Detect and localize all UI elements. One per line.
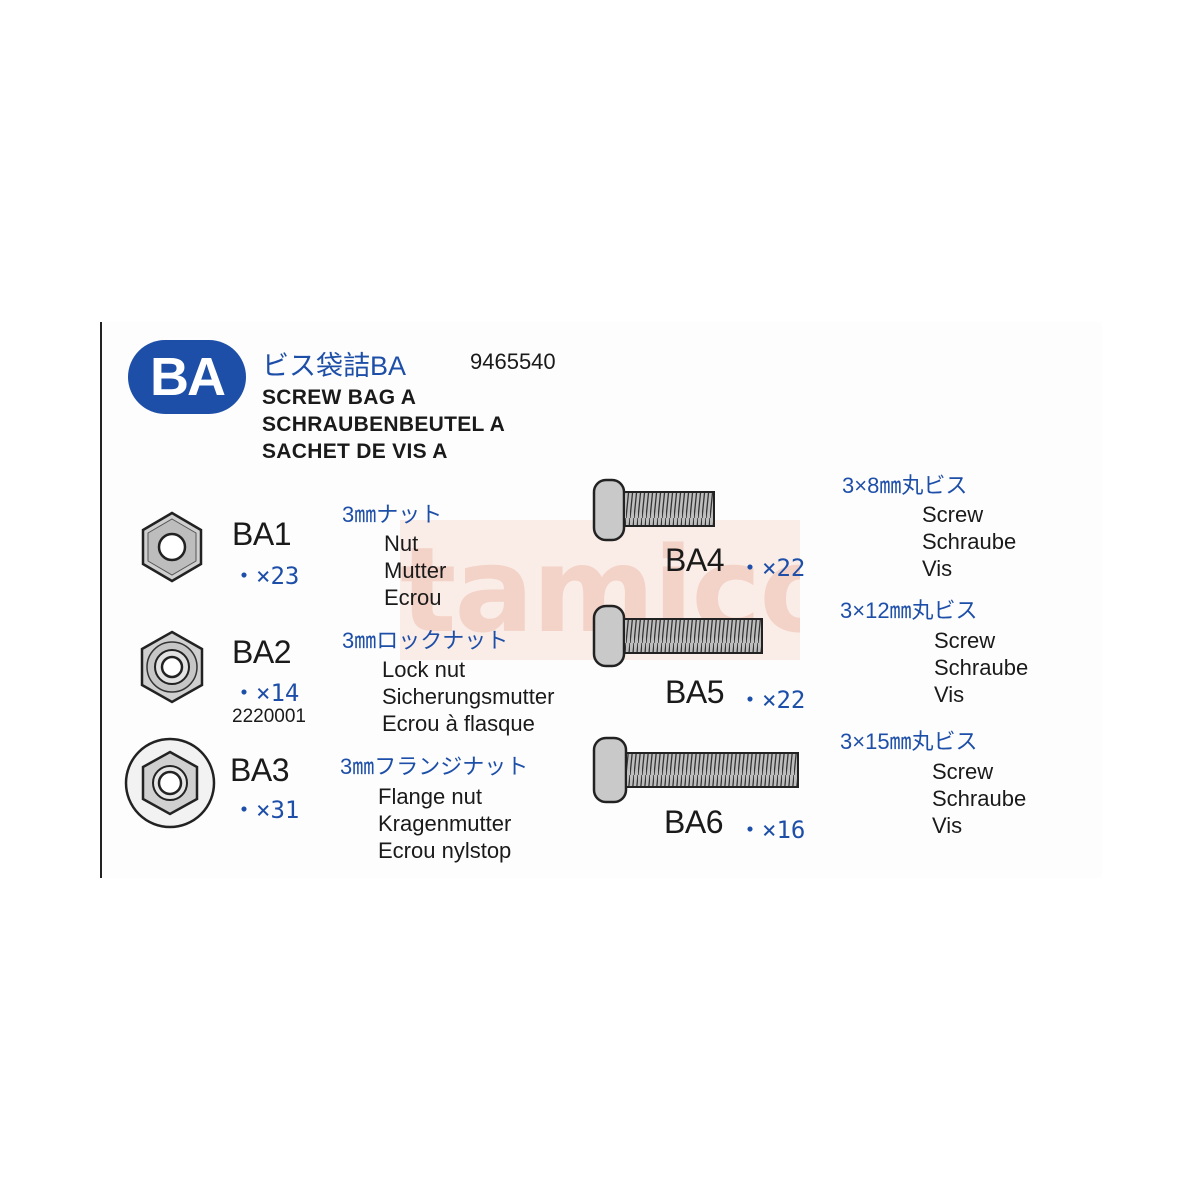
name-de-ba3: Kragenmutter [378,811,512,836]
bag-title-fr: SACHET DE VIS A [262,440,448,463]
name-fr-ba1: Ecrou [384,585,442,610]
part-code-ba5: BA5 [665,674,724,710]
name-en-ba6: Screw [932,759,994,784]
qty-ba5: ・×22 [738,686,806,714]
name-en-ba3: Flange nut [378,784,482,809]
name-fr-ba2: Ecrou à flasque [382,711,535,736]
name-de-ba4: Schraube [922,529,1017,554]
part-code-ba3: BA3 [230,752,289,788]
bag-title-en: SCREW BAG A [262,386,417,409]
size-jp-ba5: 3×12㎜丸ビス [840,598,978,623]
name-de-ba6: Schraube [932,786,1027,811]
bag-title-de: SCHRAUBENBEUTEL A [262,413,506,436]
catalog-number: 9465540 [470,349,556,374]
size-jp-ba6: 3×15㎜丸ビス [840,729,978,754]
part-code-ba2: BA2 [232,634,291,670]
size-jp-ba3: 3㎜フランジナット [340,754,529,779]
part-code-ba4: BA4 [665,542,724,578]
name-de-ba2: Sicherungsmutter [382,684,555,709]
part-number-ba2: 2220001 [232,706,306,727]
name-en-ba5: Screw [934,628,996,653]
qty-ba6: ・×16 [738,816,806,844]
qty-ba3: ・×31 [232,796,300,824]
name-fr-ba3: Ecrou nylstop [378,838,512,863]
name-fr-ba6: Vis [932,813,963,838]
screw-12mm-icon [592,604,763,668]
name-de-ba1: Mutter [384,558,447,583]
name-fr-ba5: Vis [934,682,965,707]
bag-title-jp: ビス袋詰BA [262,351,407,381]
qty-ba1: ・×23 [232,562,300,590]
part-code-ba6: BA6 [664,804,723,840]
size-jp-ba1: 3㎜ナット [342,502,443,527]
lock-nut-icon [140,630,204,704]
qty-ba2: ・×14 [232,679,300,707]
size-jp-ba2: 3㎜ロックナット [342,628,509,653]
screw-8mm-icon [592,478,715,542]
size-jp-ba4: 3×8㎜丸ビス [842,473,968,498]
part-code-ba1: BA1 [232,516,291,552]
name-en-ba4: Screw [922,502,984,527]
name-en-ba1: Nut [384,531,419,556]
flange-nut-icon [124,737,216,829]
screw-15mm-icon [592,736,799,804]
name-de-ba5: Schraube [934,655,1029,680]
name-fr-ba4: Vis [922,556,953,581]
qty-ba4: ・×22 [738,554,806,582]
hex-nut-icon [141,511,203,583]
name-en-ba2: Lock nut [382,657,466,682]
bag-badge: BA [128,340,246,414]
